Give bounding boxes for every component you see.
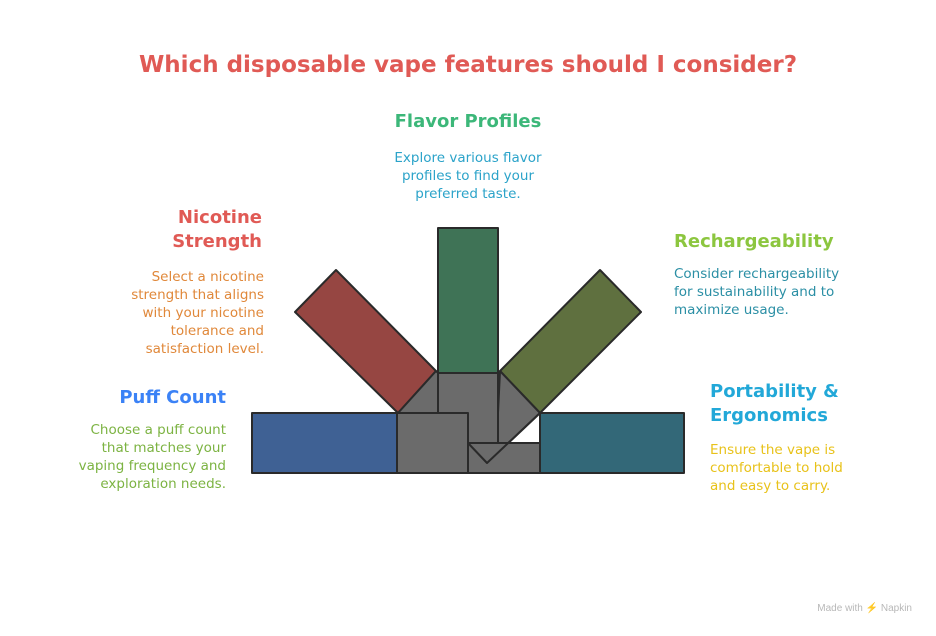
puff-label: Puff Count [119,387,226,408]
portability-description: Ensure the vape is comfortable to hold a… [710,442,843,494]
hub-left-square [396,412,469,474]
portability-label: Portability & Ergonomics [710,381,839,426]
page-title: Which disposable vape features should I … [138,52,798,78]
portability-bar [539,412,685,474]
flavor-bar [437,227,499,374]
rechargeability-description: Consider rechargeability for sustainabil… [674,266,840,318]
nicotine-label: Nicotine Strength [172,207,262,252]
rechargeability-label: Rechargeability [674,231,834,252]
napkin-credit: Made with ⚡ Napkin [817,603,912,614]
nicotine-bar [294,269,437,414]
hub-fold [467,412,541,464]
flavor-description: Explore various flavor profiles to find … [394,150,542,202]
puff-description: Choose a puff count that matches your va… [78,422,226,492]
puff-bar [251,412,398,474]
flavor-label: Flavor Profiles [394,111,542,132]
rechargeability-bar [499,269,642,414]
nicotine-description: Select a nicotine strength that aligns w… [131,269,264,357]
